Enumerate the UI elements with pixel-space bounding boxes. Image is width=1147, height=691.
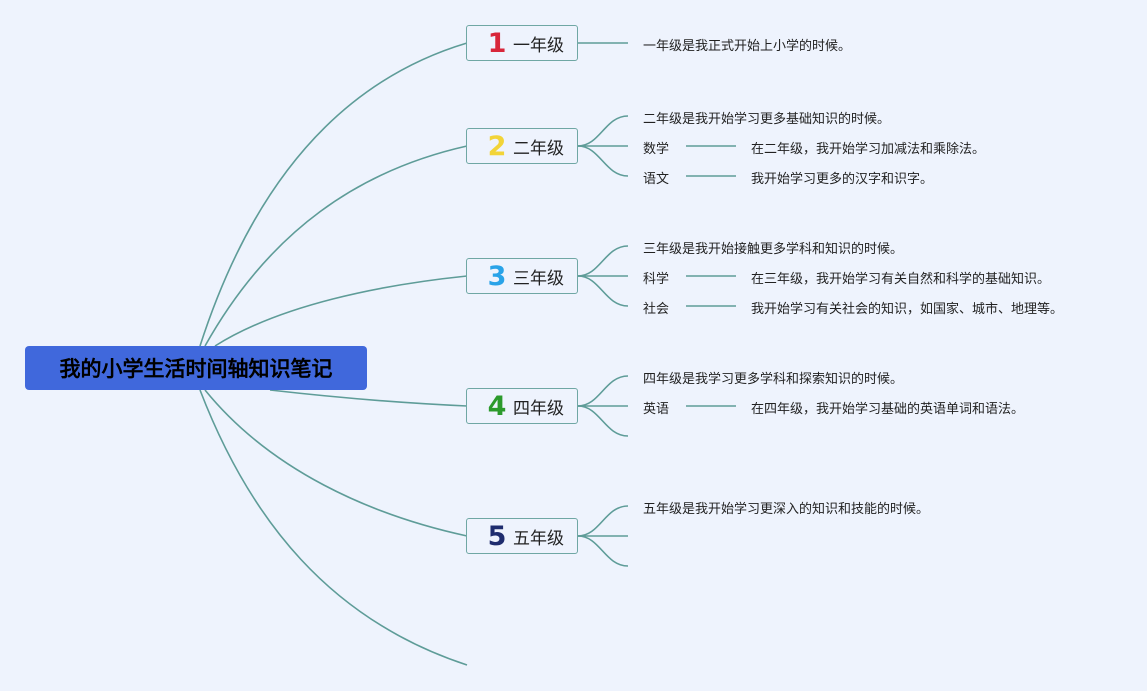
grade-5-node[interactable]: 5 五年级 bbox=[466, 518, 578, 554]
branch-root-grade-4 bbox=[269, 389, 468, 407]
grade-1-label: 一年级 bbox=[513, 35, 564, 56]
branch-grade-4-empty bbox=[577, 405, 629, 437]
grade-2-subject-1-detail[interactable]: 在二年级，我开始学习加减法和乘除法。 bbox=[751, 142, 986, 157]
branch-grade-4-desc bbox=[577, 375, 629, 407]
grade-1-number: 1 bbox=[487, 27, 507, 59]
grade-2-label: 二年级 bbox=[513, 138, 564, 159]
root-topic[interactable]: 我的小学生活时间轴知识笔记 bbox=[25, 346, 367, 390]
grade-3-subject-1-detail[interactable]: 在三年级，我开始学习有关自然和科学的基础知识。 bbox=[751, 272, 1051, 287]
grade-4-subject-1-detail[interactable]: 在四年级，我开始学习基础的英语单词和语法。 bbox=[751, 402, 1025, 417]
grade-4-number: 4 bbox=[487, 390, 507, 422]
grade-3-node[interactable]: 3 三年级 bbox=[466, 258, 578, 294]
root-title: 我的小学生活时间轴知识笔记 bbox=[59, 357, 333, 381]
grade-3-subject-2-detail[interactable]: 我开始学习有关社会的知识，如国家、城市、地理等。 bbox=[751, 302, 1064, 317]
grade-1-node[interactable]: 1 一年级 bbox=[466, 25, 578, 61]
grade-2-description[interactable]: 二年级是我开始学习更多基础知识的时候。 bbox=[643, 112, 891, 127]
branch-root-grade-1 bbox=[199, 42, 468, 347]
grade-3-subject-1[interactable]: 科学 bbox=[643, 272, 670, 287]
grade-5-label: 五年级 bbox=[513, 528, 564, 549]
grade-3-number: 3 bbox=[487, 260, 507, 292]
branch-grade-5-empty-2 bbox=[577, 535, 629, 567]
branch-root-grade-2 bbox=[204, 145, 468, 347]
grade-3-subject-2[interactable]: 社会 bbox=[643, 302, 670, 317]
grade-5-description[interactable]: 五年级是我开始学习更深入的知识和技能的时候。 bbox=[643, 502, 930, 517]
grade-2-subject-2[interactable]: 语文 bbox=[643, 172, 670, 187]
grade-4-node[interactable]: 4 四年级 bbox=[466, 388, 578, 424]
grade-2-subject-1[interactable]: 数学 bbox=[643, 142, 670, 157]
branch-grade-2-desc bbox=[577, 115, 629, 147]
branch-root-grade-5 bbox=[204, 389, 468, 537]
grade-4-label: 四年级 bbox=[513, 398, 564, 419]
grade-3-description[interactable]: 三年级是我开始接触更多学科和知识的时候。 bbox=[643, 242, 904, 257]
branch-root-grade-3 bbox=[214, 275, 468, 347]
grade-5-number: 5 bbox=[487, 520, 507, 552]
branch-grade-5-desc bbox=[577, 505, 629, 537]
branch-root-extra bbox=[199, 389, 468, 666]
grade-4-subject-1[interactable]: 英语 bbox=[643, 402, 670, 417]
grade-2-subject-2-detail[interactable]: 我开始学习更多的汉字和识字。 bbox=[751, 172, 934, 187]
grade-2-number: 2 bbox=[487, 130, 507, 162]
branch-grade-3-sub-2 bbox=[577, 275, 629, 307]
branch-grade-3-desc bbox=[577, 245, 629, 277]
grade-4-description[interactable]: 四年级是我学习更多学科和探索知识的时候。 bbox=[643, 372, 904, 387]
grade-1-description[interactable]: 一年级是我正式开始上小学的时候。 bbox=[643, 39, 852, 54]
grade-3-label: 三年级 bbox=[513, 268, 564, 289]
branch-grade-2-sub-2 bbox=[577, 145, 629, 177]
grade-2-node[interactable]: 2 二年级 bbox=[466, 128, 578, 164]
